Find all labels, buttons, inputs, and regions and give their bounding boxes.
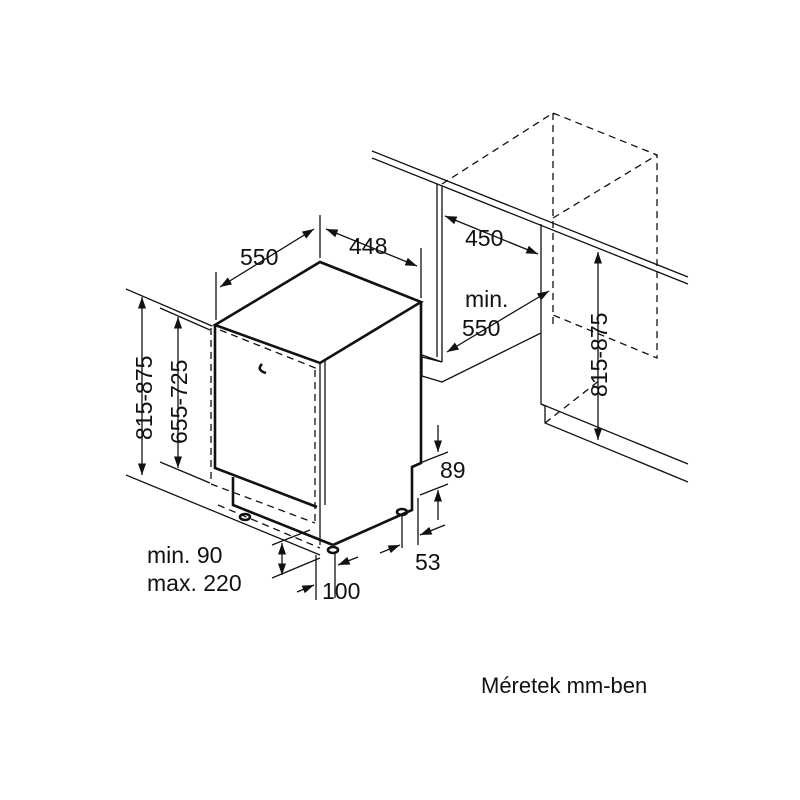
door-height-label: 655-725: [166, 360, 192, 444]
plinth-max-label: max. 220: [147, 570, 242, 596]
foot-offset-label: 53: [415, 549, 441, 575]
niche-depth-value-label: 550: [462, 315, 500, 341]
plinth-gap-label: 89: [440, 457, 466, 483]
depth-label: 550: [240, 244, 278, 270]
dishwasher: [210, 260, 424, 555]
width-label: 448: [349, 233, 387, 259]
niche-width-label: 450: [465, 225, 503, 251]
door-handle-icon: [258, 363, 267, 375]
kitchen-cabinets: [371, 112, 689, 483]
total-height-label: 815-875: [131, 356, 157, 440]
plinth-min-label: min. 90: [147, 542, 222, 568]
niche-height-label: 815-875: [586, 313, 612, 397]
niche-depth-min-label: min.: [465, 286, 508, 312]
plinth-depth-label: 100: [322, 578, 360, 604]
dimension-lines: [125, 215, 603, 600]
caption: Méretek mm-ben: [481, 673, 647, 698]
